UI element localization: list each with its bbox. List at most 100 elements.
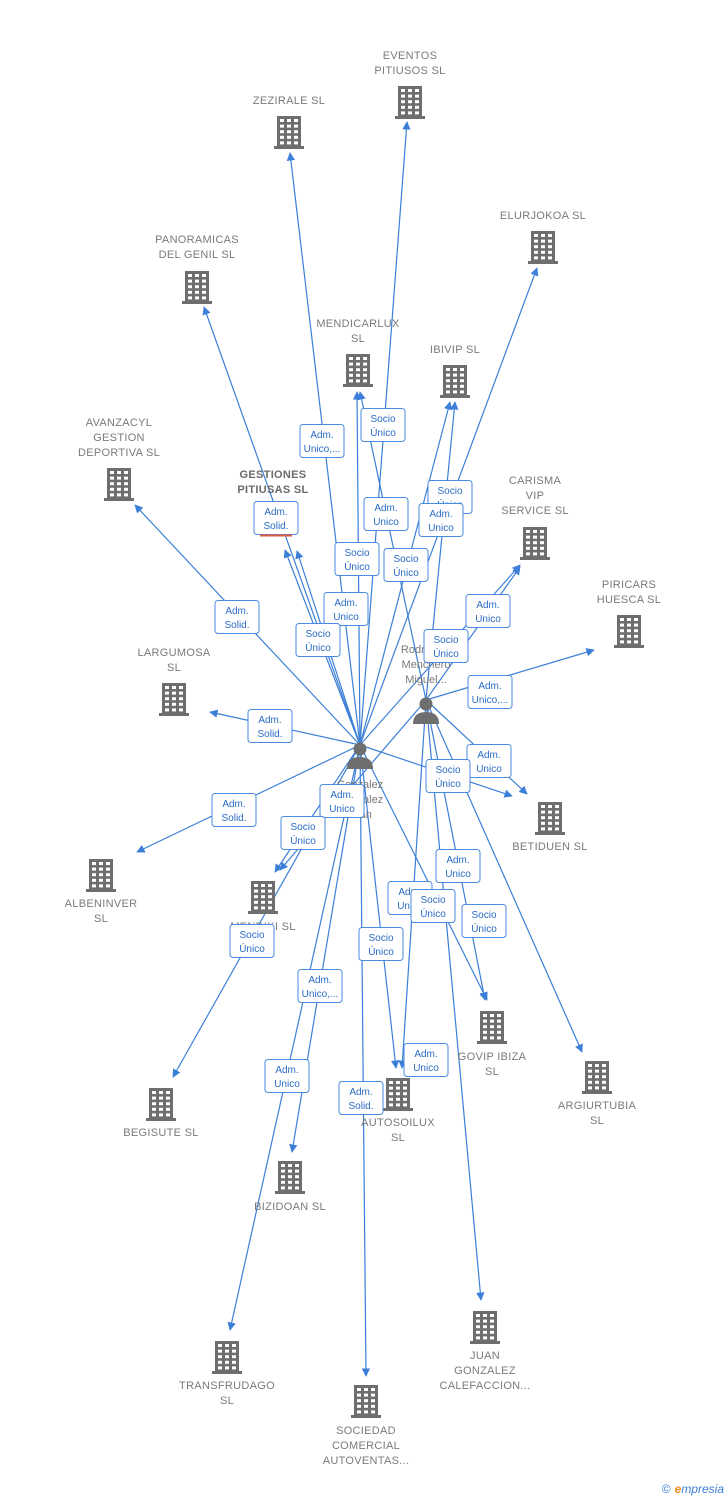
company-label: GONZALEZ (454, 1365, 516, 1377)
role-badge[interactable]: Adm.Solid. (214, 600, 260, 634)
role-text: Único (433, 647, 459, 660)
company-label: VIP (526, 490, 545, 502)
role-text: Unico,... (302, 989, 339, 1000)
relation-edge (359, 744, 400, 1069)
company-node-begisute[interactable]: BEGISUTE SL (123, 1088, 198, 1139)
footer-brand[interactable]: ©empresia (662, 1482, 724, 1496)
role-badge[interactable]: Adm. Unico (466, 744, 512, 778)
role-text: Adm. (264, 507, 287, 518)
company-node-sociedad[interactable]: SOCIEDADCOMERCIALAUTOVENTAS... (323, 1385, 410, 1467)
building-icon (351, 1385, 381, 1418)
role-badge[interactable]: Adm.Unico,... (297, 969, 343, 1003)
relation-edge (425, 699, 583, 1053)
company-label: SL (391, 1132, 405, 1144)
company-label: SL (590, 1115, 604, 1127)
role-text: Unico (329, 804, 355, 815)
role-text: Socio (305, 629, 330, 640)
company-node-autosoilux[interactable]: AUTOSOILUX SL (361, 1078, 435, 1144)
person-icon (347, 742, 373, 769)
role-badge[interactable]: Adm. Unico (264, 1059, 310, 1093)
company-node-betiduen[interactable]: BETIDUEN SL (512, 802, 587, 853)
role-text: Unico (274, 1079, 300, 1090)
role-badge[interactable]: Adm.Solid. (253, 501, 299, 537)
role-text: Adm. (349, 1087, 372, 1098)
relation-edge (359, 744, 371, 1377)
company-label: ELURJOKOA SL (500, 210, 586, 222)
company-label: TRANSFRUDAGO (179, 1380, 275, 1392)
company-node-bizidoan[interactable]: BIZIDOAN SL (254, 1161, 326, 1213)
company-label: GESTIONES (240, 469, 307, 481)
company-node-ibivip[interactable]: IBIVIP SL (430, 344, 480, 398)
role-text: Unico,... (472, 695, 509, 706)
role-badge[interactable]: Adm.Unico (323, 592, 369, 626)
role-text: Adm. (476, 600, 499, 611)
role-text: Adm. (225, 606, 248, 617)
role-text: Adm. (429, 509, 452, 520)
building-icon (520, 527, 550, 560)
building-icon (535, 802, 565, 835)
building-icon (146, 1088, 176, 1121)
role-text: Unico (397, 901, 423, 912)
role-text: Socio (368, 933, 393, 944)
role-text: Adm. (478, 681, 501, 692)
role-text: Unico,... (304, 444, 341, 455)
company-label: AUTOSOILUX (361, 1117, 435, 1129)
company-label: SL (485, 1066, 499, 1078)
role-text: Unico (373, 517, 399, 528)
role-badge[interactable]: Adm.Unico (319, 784, 365, 818)
company-label: LARGUMOSA (138, 647, 211, 659)
company-node-zezirale[interactable]: ZEZIRALE SL (253, 95, 325, 149)
role-text: Socio (437, 486, 462, 497)
role-badge[interactable]: Adm.Unico (465, 594, 511, 628)
role-badge[interactable]: Adm.Unico (403, 1043, 449, 1077)
role-text: Adm. (334, 598, 357, 609)
role-badge[interactable]: Adm.Unico (435, 849, 481, 883)
company-node-juan_gonzalez[interactable]: JUANGONZALEZCALEFACCION... (440, 1311, 531, 1392)
role-badge[interactable]: Adm.Solid. (211, 793, 257, 827)
role-text: Único (368, 945, 394, 958)
building-icon (182, 271, 212, 304)
role-text: Unico (413, 1063, 439, 1074)
role-text: Adm. (275, 1065, 298, 1076)
company-label: PIRICARS (602, 579, 656, 591)
relation-edge (357, 391, 427, 701)
copyright-symbol: © (661, 1482, 671, 1496)
company-label: SL (94, 913, 108, 925)
company-node-elurjokoa[interactable]: ELURJOKOA SL (500, 210, 586, 264)
company-label: EVENTOS (383, 50, 437, 62)
role-badge[interactable]: Adm.Solid. (247, 709, 293, 743)
role-badge[interactable]: Adm.Unico (363, 497, 409, 531)
role-badge[interactable]: Adm.Solid. (338, 1081, 384, 1115)
role-badge[interactable]: Adm. Unico,... (467, 675, 513, 709)
role-text: Unico (476, 764, 502, 775)
brand-name: mpresia (681, 1482, 724, 1496)
role-badge[interactable]: Adm.Unico,... (299, 424, 345, 458)
role-text: Unico (428, 523, 454, 534)
role-text: Adm. (477, 750, 500, 761)
role-badge[interactable]: Adm. Unico (418, 503, 464, 537)
